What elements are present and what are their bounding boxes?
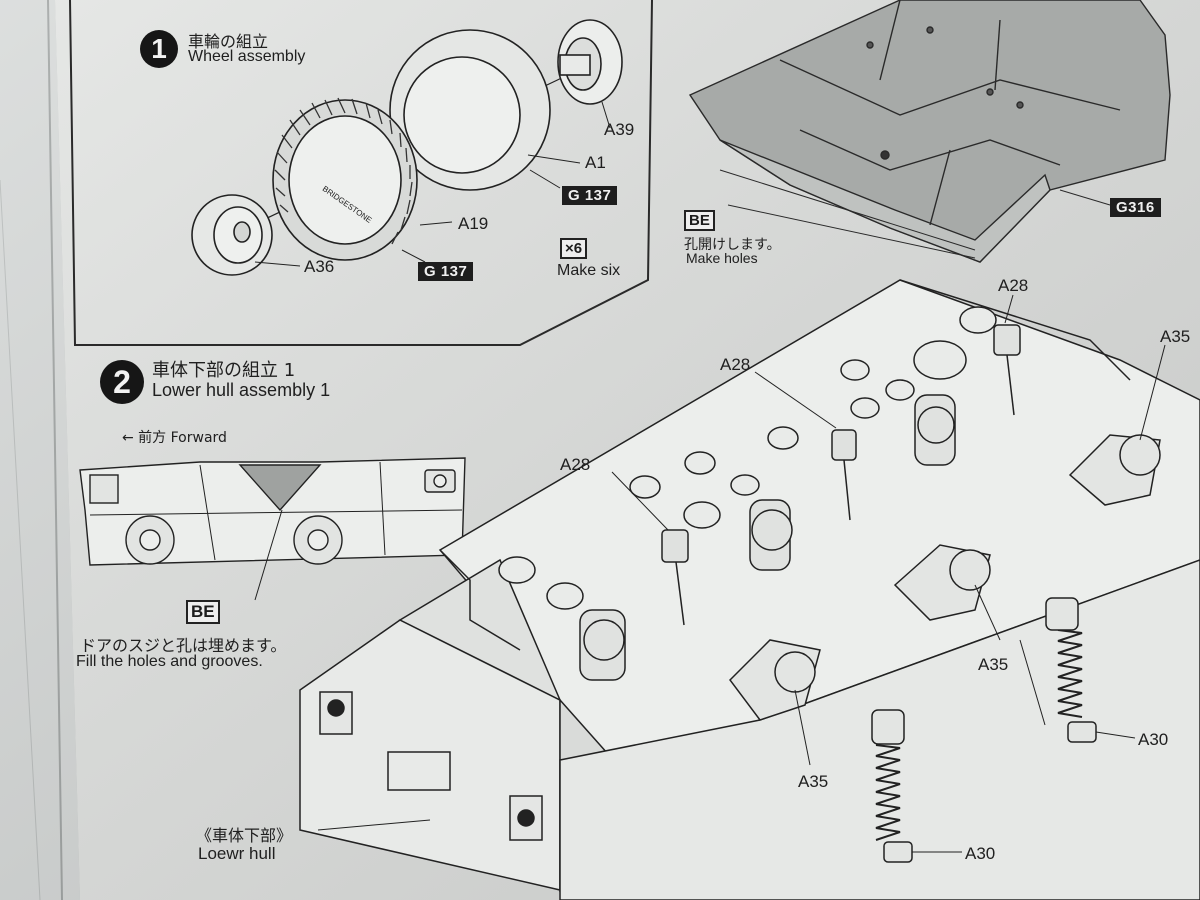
lower-hull-drawing: [299, 279, 1200, 900]
make-six-label: Make six: [557, 262, 621, 279]
forward-label: ← 前方 Forward: [122, 430, 227, 446]
make-holes-en: Make holes: [686, 250, 758, 266]
part-label-a35-right: A35: [1160, 327, 1191, 346]
part-label-a28-left: A28: [560, 455, 591, 474]
be-mark-top: BE: [684, 210, 715, 231]
fill-holes-en: Fill the holes and grooves.: [76, 653, 263, 670]
part-label-a39: A39: [604, 120, 635, 139]
step-2-badge: 2: [100, 360, 144, 404]
step-1-title-jp: 車輪の組立: [188, 32, 269, 51]
part-label-a30-bottom: A30: [965, 844, 996, 863]
be-mark-bottom: BE: [186, 600, 220, 624]
part-label-a30-right: A30: [1138, 730, 1169, 749]
part-label-a35-bottom: A35: [798, 772, 829, 791]
side-view-drawing: [79, 457, 466, 601]
paint-code-g316: G316: [1110, 198, 1161, 217]
step-1-badge: 1: [140, 30, 178, 68]
step1-frame: [69, 0, 653, 346]
part-label-a1: A1: [585, 153, 606, 172]
part-label-a28-mid: A28: [720, 355, 751, 374]
multiplier-badge: ×6: [560, 238, 588, 259]
step-1-title-en: Wheel assembly: [188, 48, 306, 65]
fill-holes-jp: ドアのスジと孔は埋めます。: [80, 636, 287, 655]
lower-hull-label-en: Loewr hull: [198, 844, 276, 863]
paint-code-g137-top: G 137: [562, 186, 618, 205]
part-label-a36: A36: [304, 257, 335, 276]
part-label-a28-top: A28: [998, 276, 1029, 295]
wheel-assembly-drawing: [191, 19, 623, 276]
make-holes-jp: 孔開けします。: [684, 237, 781, 253]
part-label-a19: A19: [458, 214, 489, 233]
upper-hull-drawing: [688, 0, 1171, 263]
step-2-title-jp: 車体下部の組立 1: [152, 360, 296, 381]
part-label-a35-mid: A35: [978, 655, 1009, 674]
step-2-title-en: Lower hull assembly 1: [152, 380, 331, 400]
lower-hull-label-jp: 《車体下部》: [196, 826, 293, 845]
paint-code-g137-bottom: G 137: [418, 262, 474, 281]
